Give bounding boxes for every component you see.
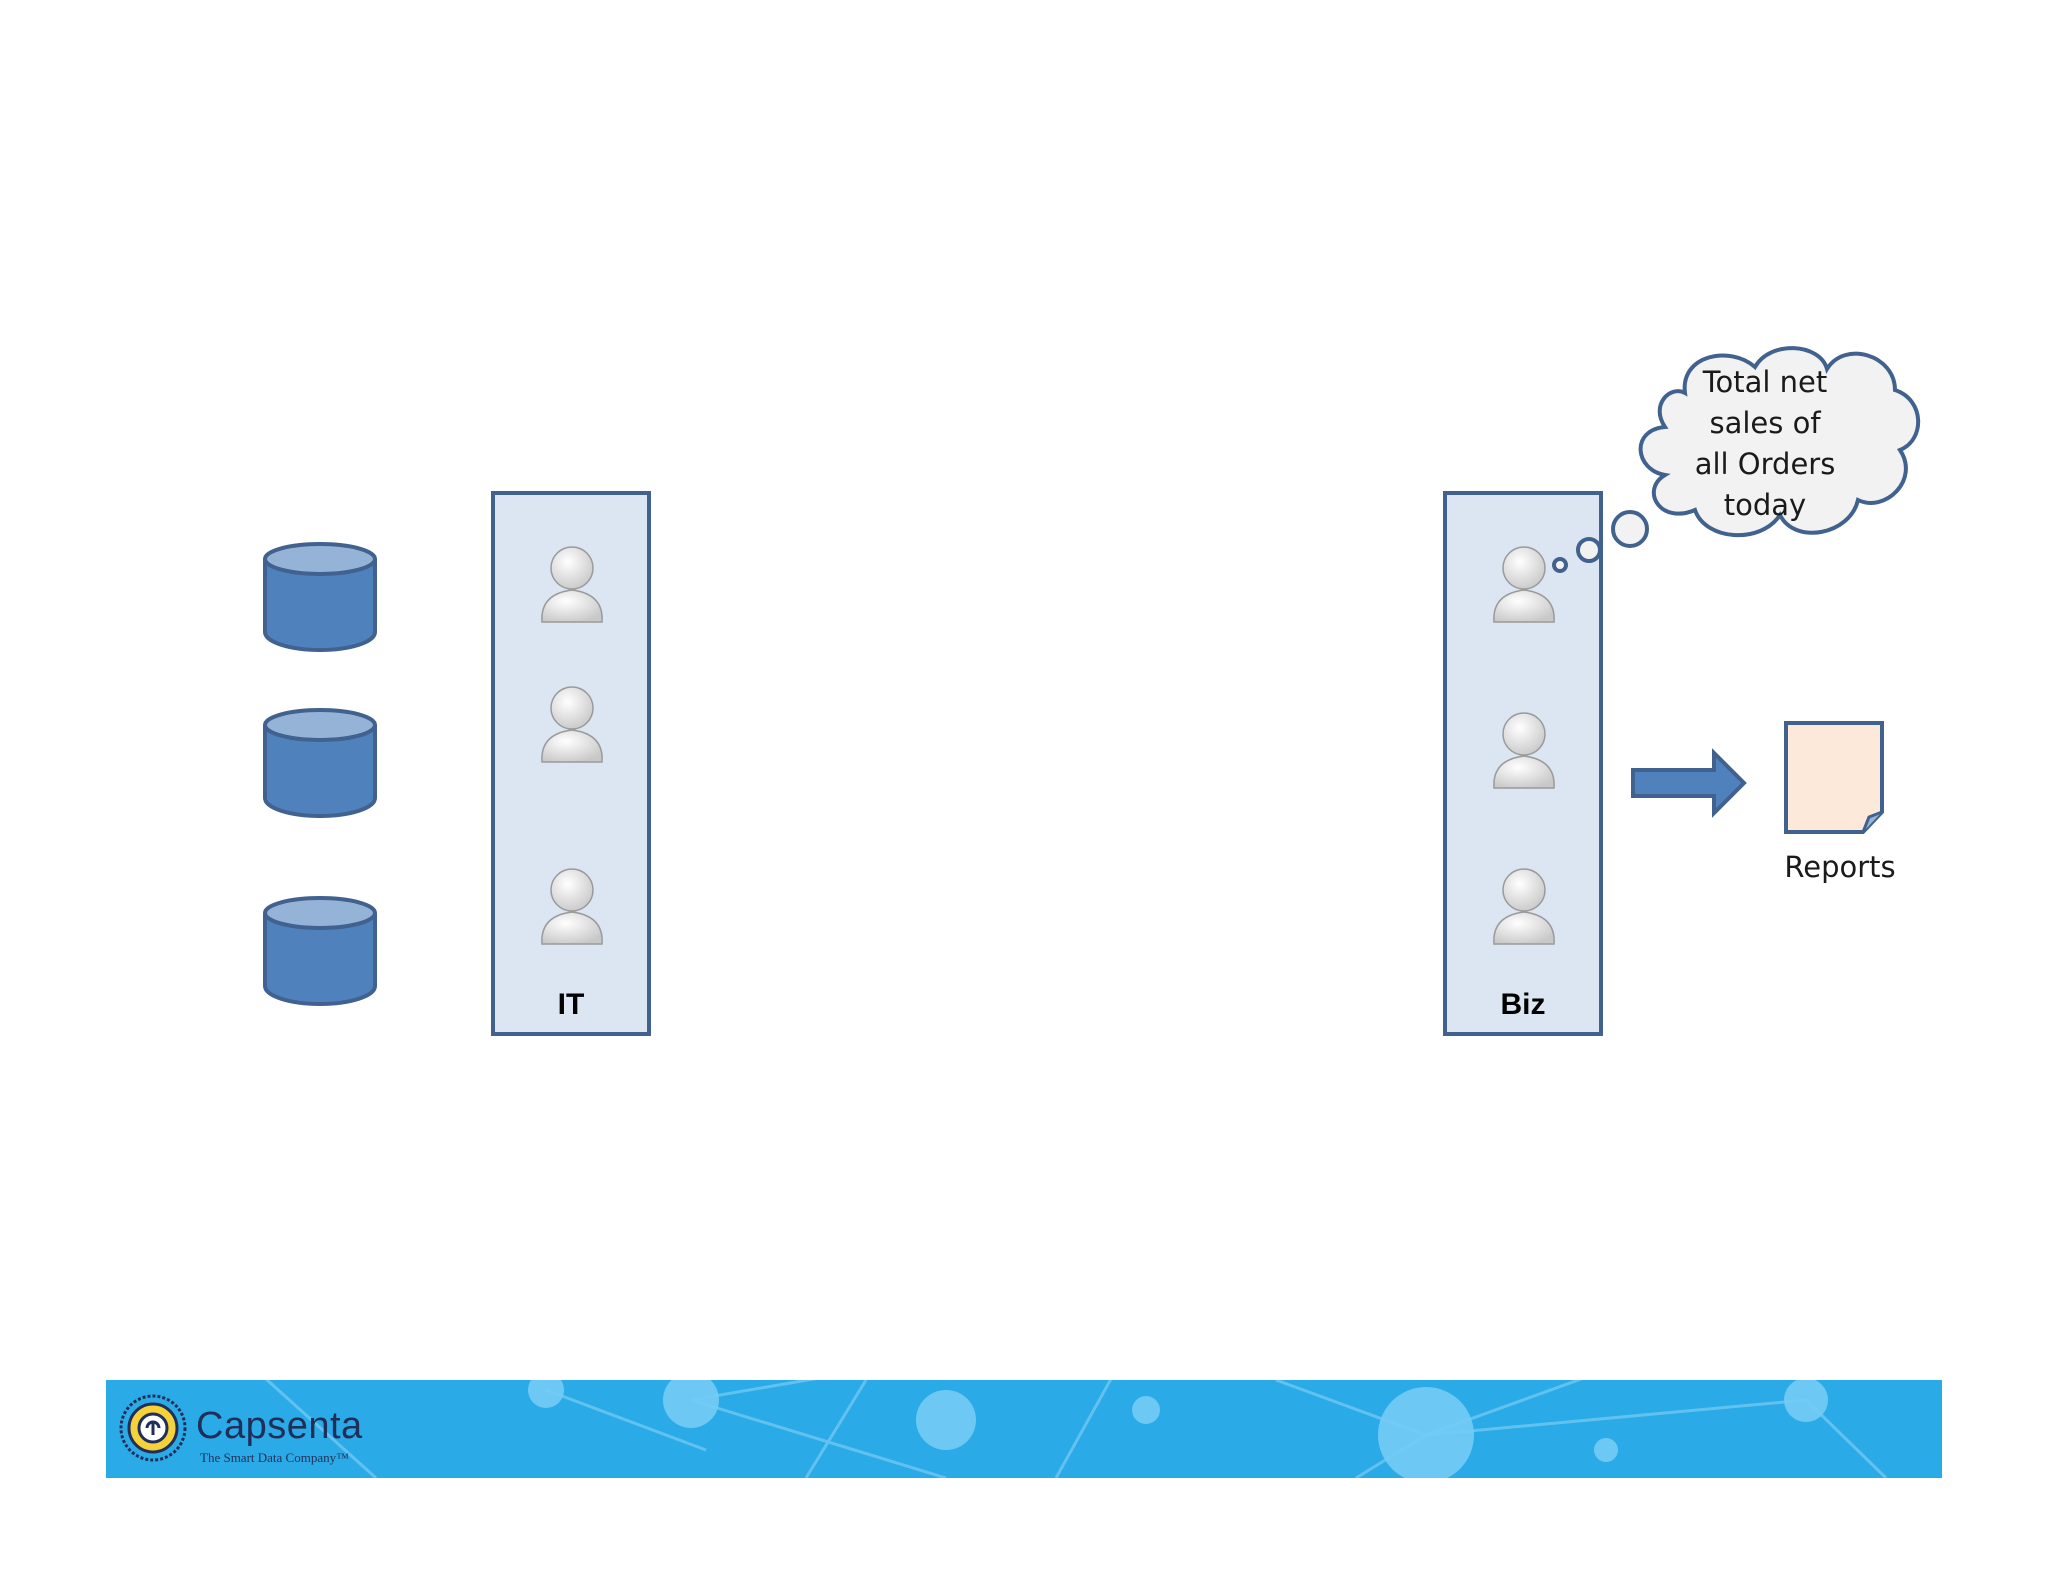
thought-line: Total net [1702, 365, 1828, 399]
thought-line: all Orders [1694, 447, 1836, 481]
person-icon [541, 686, 603, 763]
database-icon [263, 542, 377, 652]
it-panel-label: IT [557, 988, 585, 1021]
brand-name: Capsenta [196, 1405, 363, 1447]
person-icon [541, 546, 603, 623]
capsenta-logo-icon [119, 1394, 187, 1462]
biz-panel-label: Biz [1500, 988, 1546, 1021]
thought-cloud-icon [1552, 346, 1921, 573]
thought-line: sales of [1709, 406, 1821, 440]
network-pattern [264, 1380, 1888, 1478]
reports-label: Reports [1784, 850, 1896, 884]
thought-text: Total net sales of all Orders today [1655, 362, 1875, 526]
database-icon [263, 708, 377, 818]
person-icon [1493, 868, 1555, 945]
person-icon [1493, 712, 1555, 789]
person-icon [1493, 546, 1555, 623]
database-icon [263, 896, 377, 1006]
thought-line: today [1723, 488, 1807, 522]
footer-banner [106, 1380, 1942, 1478]
person-icon [541, 868, 603, 945]
arrow-right-icon [1631, 748, 1747, 818]
brand-tagline: The Smart Data Company™ [200, 1450, 349, 1465]
report-document-icon [1784, 721, 1884, 834]
